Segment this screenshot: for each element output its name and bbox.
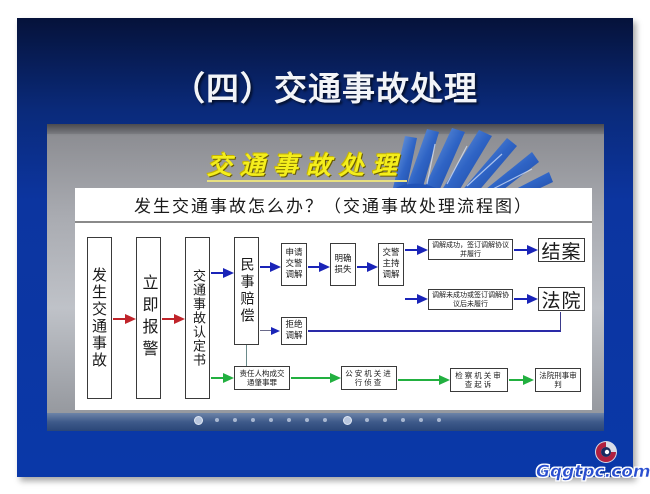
slide-title: （四）交通事故处理 — [172, 69, 478, 108]
node-civil-compensation: 民事赔偿 — [234, 237, 259, 345]
nav-dot-icon[interactable] — [323, 418, 327, 422]
node-mediation-success: 调解成功，签订调解协议并履行 — [428, 239, 513, 260]
node-mediation-fail: 调解未成功或签订调解协议后未履行 — [428, 289, 513, 310]
node-report: 立即报警 — [136, 237, 161, 399]
nav-dot-icon[interactable] — [287, 418, 291, 422]
node-police-mediation: 交警主持调解 — [378, 243, 404, 286]
node-apply-mediation: 申请交警调解 — [281, 243, 307, 286]
slideshow-nav-strip — [47, 413, 604, 431]
node-settled: 结案 — [538, 238, 585, 263]
banner-underline — [207, 180, 407, 182]
nav-dot-icon[interactable] — [365, 418, 369, 422]
node-accident: 发生交通事故 — [87, 237, 112, 399]
node-refuse-mediation: 拒绝调解 — [281, 317, 307, 345]
nav-circle-icon[interactable] — [343, 416, 352, 425]
line-refuse-to-court — [308, 330, 561, 332]
banner-title: 交通事故处理 — [207, 151, 406, 180]
node-determination: 交通事故认定书 — [185, 237, 210, 399]
heading-divider — [75, 221, 592, 223]
nav-dot-icon[interactable] — [383, 418, 387, 422]
node-criminal-trial: 法院刑事审判 — [535, 368, 581, 392]
flowchart-heading: 发生交通事故怎么办？（交通事故处理流程图） — [134, 197, 533, 217]
nav-dot-icon[interactable] — [419, 418, 423, 422]
nav-dot-icon[interactable] — [251, 418, 255, 422]
nav-circle-icon[interactable] — [194, 416, 203, 425]
line-up-to-court — [560, 312, 561, 331]
flowchart-panel: 发生交通事故怎么办？（交通事故处理流程图） 发生交通事故 立即报警 交通事故认定… — [75, 188, 592, 410]
nav-dot-icon[interactable] — [215, 418, 219, 422]
nav-dot-icon[interactable] — [305, 418, 309, 422]
embedded-top-bar — [47, 124, 604, 134]
node-police-investigation: 公安机关进行侦查 — [341, 366, 397, 390]
node-traffic-crime: 责任人构成交通肇事罪 — [234, 366, 290, 390]
nav-dot-icon[interactable] — [401, 418, 405, 422]
nav-dot-icon[interactable] — [437, 418, 441, 422]
nav-dot-icon[interactable] — [233, 418, 237, 422]
embedded-screenshot: 交通事故处理 发生交通事故怎么办？（交通事故处理流程图） 发生交通事故 立即报警… — [47, 124, 604, 431]
line-crime-to-civil — [246, 345, 247, 366]
node-court: 法院 — [538, 287, 585, 312]
node-procuratorate: 检察机关审查起诉 — [450, 368, 508, 392]
node-clarify-loss: 明确损失 — [330, 243, 356, 286]
watermark-text: Gqgtpc.com — [536, 462, 650, 483]
watermark-logo-icon — [595, 441, 617, 463]
nav-dot-icon[interactable] — [269, 418, 273, 422]
slide: （四）交通事故处理 — [17, 18, 633, 477]
